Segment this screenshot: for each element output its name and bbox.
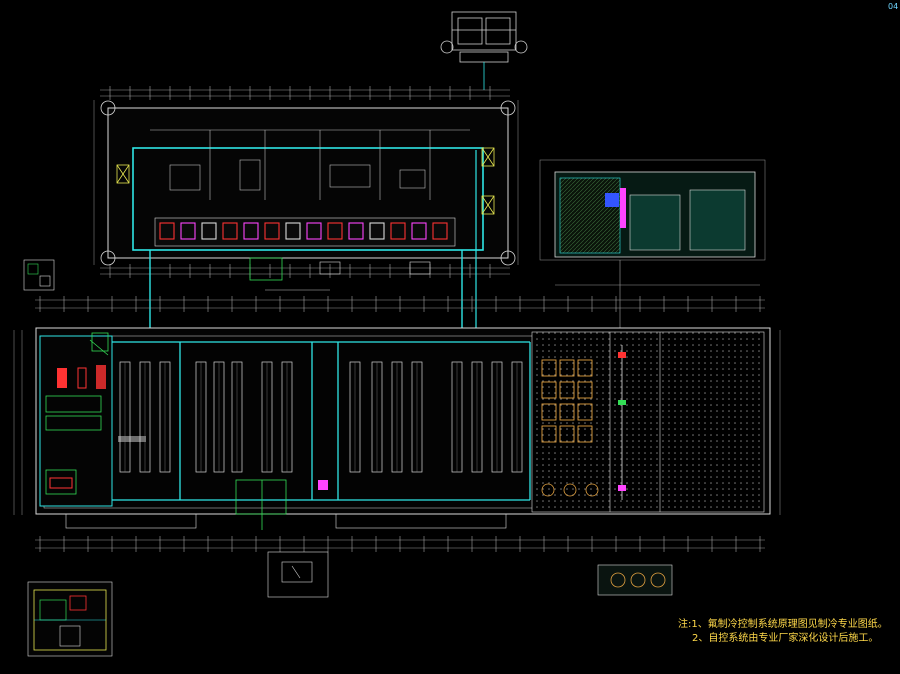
refrigeration-unit [541, 359, 557, 377]
strip-unit [159, 222, 175, 240]
main-building [13, 296, 781, 552]
bottom-left-inset [27, 581, 113, 657]
bottom-detail-center [267, 551, 329, 598]
design-note-2: 2、自控系统由专业厂家深化设计后施工。 [692, 633, 879, 644]
strip-unit [327, 222, 343, 240]
fan-unit [585, 483, 599, 497]
design-note-1: 注:1、氟制冷控制系统原理图见制冷专业图纸。 [678, 619, 888, 630]
fan-unit [541, 483, 555, 497]
strip-unit [222, 222, 238, 240]
upper-building [93, 86, 519, 340]
corner-mark: 04 [888, 2, 899, 11]
strip-unit [243, 222, 259, 240]
strip-unit [285, 222, 301, 240]
top-tower-building [440, 11, 528, 90]
refrigeration-unit [541, 381, 557, 399]
fan-unit [563, 483, 577, 497]
strip-unit [180, 222, 196, 240]
strip-unit [264, 222, 280, 240]
strip-unit [411, 222, 427, 240]
refrigeration-unit [559, 425, 575, 443]
strip-unit [369, 222, 385, 240]
refrigeration-unit [559, 381, 575, 399]
refrigeration-unit [577, 381, 593, 399]
refrigeration-unit [559, 359, 575, 377]
refrigeration-unit [577, 359, 593, 377]
strip-unit [390, 222, 406, 240]
strip-unit [348, 222, 364, 240]
bottom-detail-circles [597, 564, 673, 596]
refrigeration-unit [577, 403, 593, 421]
left-detail-box [23, 259, 55, 291]
refrigeration-unit [541, 425, 557, 443]
right-annex [539, 159, 766, 330]
strip-unit [432, 222, 448, 240]
refrigeration-unit [541, 403, 557, 421]
refrigeration-unit [577, 425, 593, 443]
refrigeration-unit [559, 403, 575, 421]
strip-unit [201, 222, 217, 240]
strip-unit [306, 222, 322, 240]
